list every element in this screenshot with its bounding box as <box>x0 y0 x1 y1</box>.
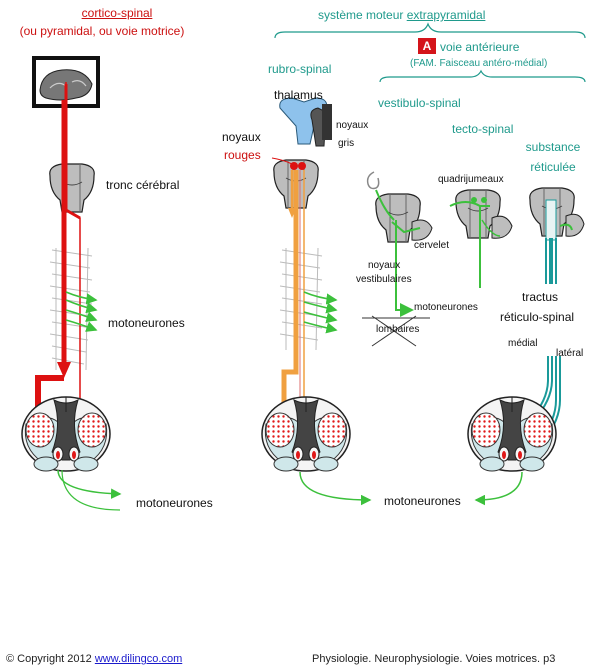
tronc-label: tronc cérébral <box>106 178 180 192</box>
footer-page-info: Physiologie. Neurophysiologie. Voies mot… <box>312 653 556 665</box>
tectospinal-label: tecto-spinal <box>452 122 514 136</box>
tractus-label-2: réticulo-spinal <box>500 310 575 324</box>
noyaux-vestibulaires-label-1: noyaux <box>368 260 401 271</box>
rubrospinal-label: rubro-spinal <box>268 62 332 76</box>
noyaux-gris-label-1: noyaux <box>336 120 369 131</box>
extrapyramidal-title: système moteur extrapyramidal <box>318 8 485 22</box>
medial-label: médial <box>508 338 538 349</box>
anterior-subtitle: (FAM. Faisceau antéro-médial) <box>410 58 548 69</box>
thalamus-label: thalamus <box>274 88 323 102</box>
extrapyramidal-prefix: système moteur <box>318 8 407 22</box>
noyaux-gris-label-2: gris <box>338 138 355 149</box>
reticular-label-1: substance <box>525 140 581 154</box>
copyright: © Copyright 2012 www.dilingco.com <box>6 653 182 665</box>
quadrijumeaux-label: quadrijumeaux <box>438 174 504 185</box>
motoneurones-bottom-left-label: motoneurones <box>136 496 213 510</box>
noyaux-rouges-label-2: rouges <box>224 148 261 162</box>
copyright-link[interactable]: www.dilingco.com <box>94 653 183 665</box>
cervelet-label: cervelet <box>414 240 450 251</box>
motoneurones-bottom-center-label: motoneurones <box>384 494 461 508</box>
noyaux-vestibulaires-label-2: vestibulaires <box>356 274 412 285</box>
motoneurones-mid-label: motoneurones <box>414 302 478 313</box>
reticular-label-2: réticulée <box>530 160 576 174</box>
noyaux-rouges-label-1: noyaux <box>222 130 261 144</box>
motoneurones-left-label: motoneurones <box>108 316 185 330</box>
anterior-badge: A <box>418 38 436 54</box>
lateral-label: latéral <box>556 348 584 359</box>
corticospinal-title: cortico-spinal <box>81 6 153 20</box>
anterior-title: voie antérieure <box>440 40 520 54</box>
tractus-label-1: tractus <box>522 290 559 304</box>
corticospinal-subtitle: (ou pyramidal, ou voie motrice) <box>19 24 185 38</box>
vestibulospinal-label: vestibulo-spinal <box>378 96 461 110</box>
copyright-text: © Copyright 2012 <box>6 653 95 665</box>
extrapyramidal-link: extrapyramidal <box>406 8 486 22</box>
lombaires-label: lombaires <box>376 324 420 335</box>
